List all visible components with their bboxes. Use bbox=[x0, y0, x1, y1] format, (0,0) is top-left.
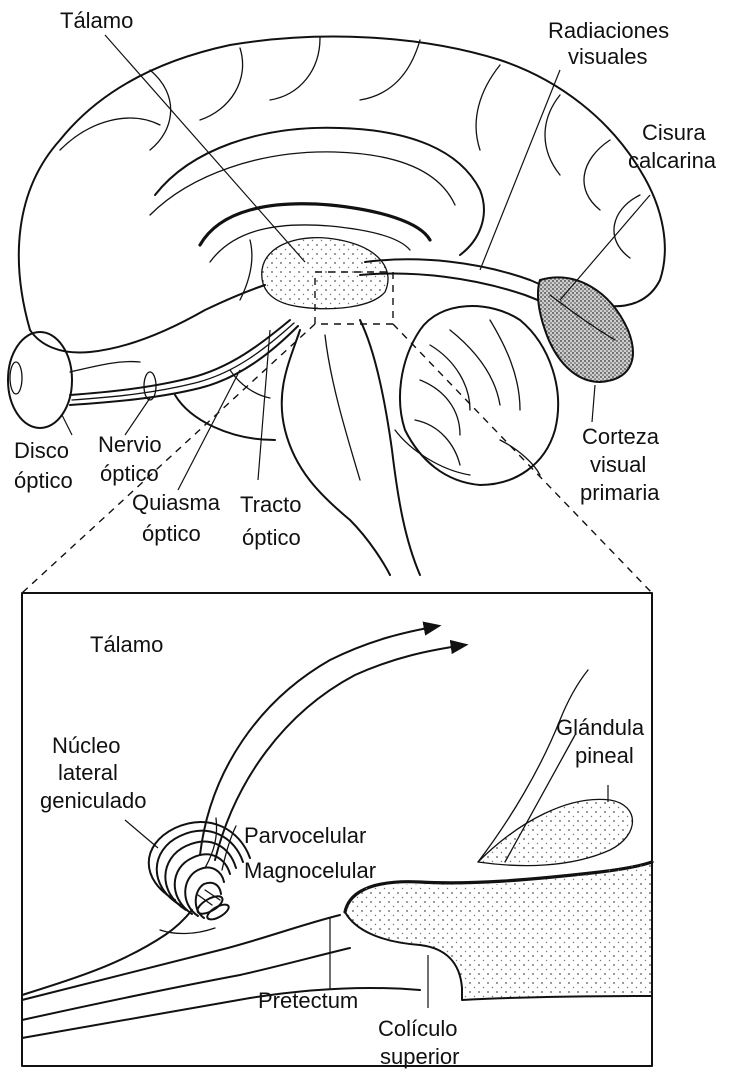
label-cisura-2: calcarina bbox=[628, 148, 717, 173]
calcarine-line bbox=[549, 294, 616, 341]
cerebellum bbox=[399, 305, 559, 486]
label-disco-2: óptico bbox=[14, 468, 73, 493]
corpus-callosum-inner bbox=[209, 224, 411, 263]
inset-panel bbox=[21, 592, 654, 1067]
radiation-arrow-1 bbox=[199, 621, 442, 856]
pineal-stalk bbox=[477, 669, 589, 863]
label-tracto-2: óptico bbox=[242, 525, 301, 550]
zoom-line-left bbox=[21, 323, 316, 594]
cortex-outline bbox=[17, 35, 666, 331]
colliculus-region bbox=[344, 862, 652, 1000]
inset-label-talamo: Tálamo bbox=[90, 632, 163, 657]
label-corteza-2: visual bbox=[590, 452, 646, 477]
label-nervio-2: óptico bbox=[100, 461, 159, 486]
brain-drawing bbox=[7, 35, 666, 594]
lgn-cell-2 bbox=[206, 903, 230, 921]
cingulate-inner bbox=[149, 151, 456, 216]
inset-label-glandula-1: Glándula bbox=[556, 715, 645, 740]
radiation-arrow-2 bbox=[214, 639, 469, 861]
label-nervio-1: Nervio bbox=[98, 432, 162, 457]
pineal-gland bbox=[478, 799, 633, 866]
label-disco-1: Disco bbox=[14, 438, 69, 463]
eye bbox=[7, 331, 73, 429]
label-quiasma-2: óptico bbox=[142, 521, 201, 546]
label-radiaciones-2: visuales bbox=[568, 44, 647, 69]
upper-leaders bbox=[61, 34, 651, 491]
corpus-callosum bbox=[198, 202, 432, 247]
label-radiaciones-1: Radiaciones bbox=[548, 18, 669, 43]
gyrus-folds bbox=[59, 37, 641, 259]
inset-label-nucleo-1: Núcleo bbox=[52, 733, 120, 758]
label-corteza-3: primaria bbox=[580, 480, 660, 505]
optic-nerve bbox=[69, 319, 291, 396]
inset-label-magno: Magnocelular bbox=[244, 858, 376, 883]
label-corteza-1: Corteza bbox=[582, 424, 660, 449]
frontal-base-inner bbox=[239, 239, 253, 301]
label-tracto-1: Tracto bbox=[240, 492, 302, 517]
label-talamo: Tálamo bbox=[60, 8, 133, 33]
zoom-line-right bbox=[392, 323, 653, 594]
frontal-base bbox=[29, 284, 266, 354]
inset-label-nucleo-3: geniculado bbox=[40, 788, 146, 813]
label-cisura-1: Cisura bbox=[642, 120, 706, 145]
label-quiasma-1: Quiasma bbox=[132, 490, 221, 515]
eye-lens bbox=[9, 361, 23, 395]
optic-fiber-lower-2 bbox=[21, 947, 351, 1021]
optic-fiber-lower-1 bbox=[21, 914, 341, 1001]
upper-label-group: Tálamo Radiaciones visuales Cisura calca… bbox=[14, 8, 717, 550]
inset-frame bbox=[21, 592, 653, 1067]
cingulate-gyrus bbox=[154, 126, 485, 256]
optic-chiasm-marker bbox=[143, 371, 157, 401]
inset-label-nucleo-2: lateral bbox=[58, 760, 118, 785]
zoom-box bbox=[314, 271, 394, 325]
temporal-lobe bbox=[174, 394, 276, 441]
inset-label-coliculo-2: superior bbox=[380, 1044, 459, 1069]
inset-label-coliculo-1: Colículo bbox=[378, 1016, 457, 1041]
inset-label-glandula-2: pineal bbox=[575, 743, 634, 768]
cerebellum-folia bbox=[414, 319, 541, 476]
thalamus-region bbox=[261, 237, 388, 309]
optic-fiber-lower-3 bbox=[21, 987, 421, 1039]
brainstem bbox=[280, 329, 391, 576]
inset-label-group: Tálamo Núcleo lateral geniculado Glándul… bbox=[40, 632, 645, 1069]
colliculus-contour bbox=[344, 911, 653, 1001]
inset-label-parvo: Parvocelular bbox=[244, 823, 366, 848]
inset-label-pretectum: Pretectum bbox=[258, 988, 358, 1013]
lgn bbox=[147, 821, 251, 935]
